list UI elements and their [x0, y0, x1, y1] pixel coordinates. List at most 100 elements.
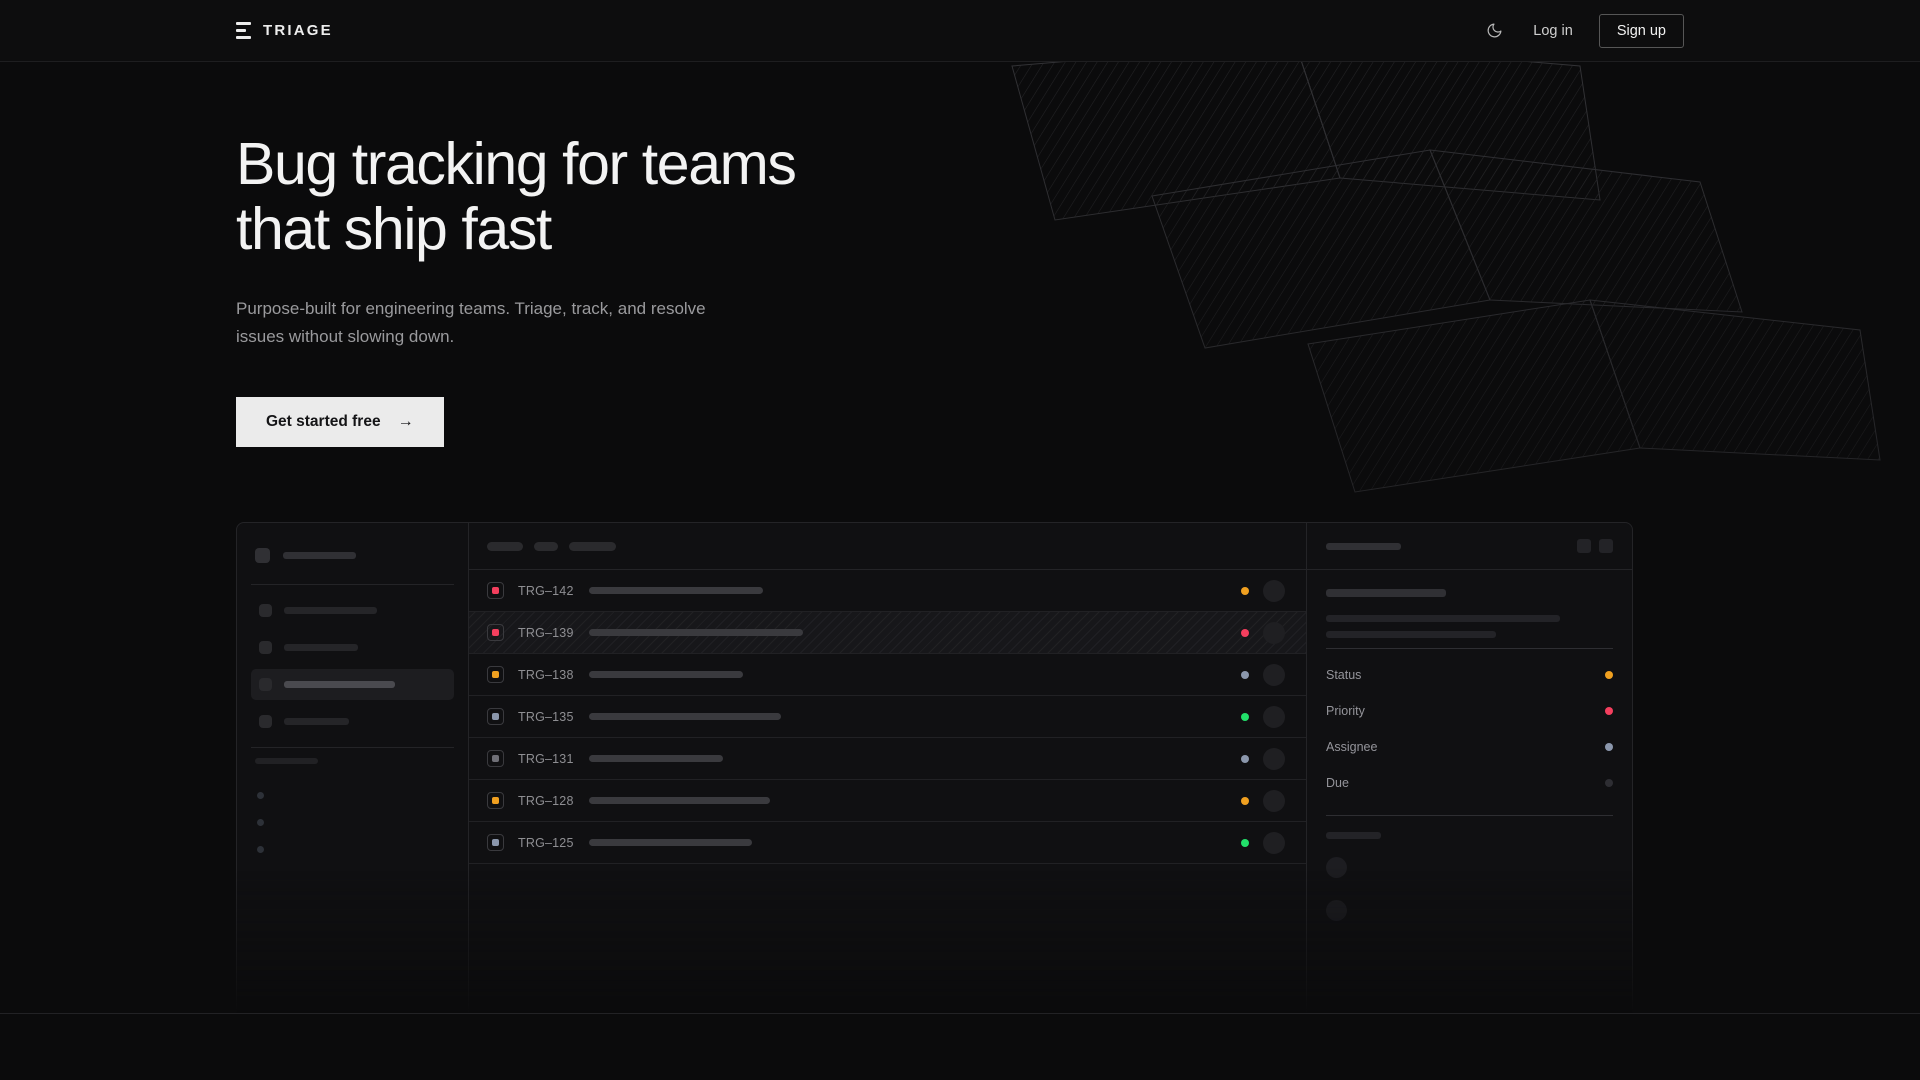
- comments-label-skeleton: [1326, 832, 1381, 839]
- issue-title-skeleton: [589, 629, 803, 636]
- issue-id: TRG–128: [518, 793, 574, 808]
- page-title: Bug tracking for teams that ship fast: [236, 131, 1016, 263]
- detail-field-value-dot-icon: [1605, 671, 1613, 679]
- sidebar-sub-item[interactable]: [251, 836, 454, 863]
- sidebar-item-icon: [259, 641, 272, 654]
- brand-name: TRIAGE: [263, 22, 333, 39]
- sub-item-dot-icon: [257, 819, 264, 826]
- get-started-button[interactable]: Get started free →: [236, 397, 444, 448]
- comment-avatars: [1326, 857, 1613, 921]
- issue-title-skeleton: [589, 839, 752, 846]
- issue-title-skeleton: [589, 671, 743, 678]
- priority-badge-icon: [487, 750, 504, 767]
- signup-button[interactable]: Sign up: [1598, 13, 1684, 48]
- issue-id: TRG–139: [518, 625, 574, 640]
- mockup-sidebar-workspace[interactable]: [251, 537, 454, 574]
- brand-logo[interactable]: TRIAGE: [236, 22, 333, 39]
- detail-action-button-2[interactable]: [1599, 539, 1613, 553]
- table-row[interactable]: TRG–138: [469, 654, 1306, 696]
- sidebar-nav-item-3[interactable]: [251, 669, 454, 700]
- section-divider: [0, 1013, 1920, 1014]
- sidebar-item-icon: [259, 678, 272, 691]
- moon-icon[interactable]: [1481, 18, 1507, 44]
- detail-panel-header: [1307, 523, 1632, 570]
- avatar: [1263, 789, 1285, 812]
- issue-id: TRG–138: [518, 667, 574, 682]
- issue-id: TRG–125: [518, 835, 574, 850]
- sidebar-sub-item[interactable]: [251, 782, 454, 809]
- workspace-name-skeleton: [283, 552, 356, 559]
- get-started-label: Get started free: [266, 413, 381, 431]
- toolbar-control-2[interactable]: [534, 541, 558, 551]
- status-dot-icon: [1241, 628, 1249, 637]
- status-dot-icon: [1241, 838, 1249, 847]
- detail-header-actions: [1577, 539, 1613, 553]
- table-row[interactable]: TRG–125: [469, 822, 1306, 864]
- table-row[interactable]: TRG–128: [469, 780, 1306, 822]
- detail-field-assignee[interactable]: Assignee: [1326, 729, 1613, 765]
- priority-badge-icon: [487, 834, 504, 851]
- sidebar-sub-item[interactable]: [251, 809, 454, 836]
- detail-field-label: Due: [1326, 776, 1349, 790]
- issue-title-skeleton: [589, 587, 763, 594]
- issue-id: TRG–142: [518, 583, 574, 598]
- avatar: [1263, 831, 1285, 854]
- issue-title-skeleton: [589, 797, 770, 804]
- comment-avatar: [1326, 900, 1347, 921]
- sub-item-dot-icon: [257, 846, 264, 853]
- sidebar-item-icon: [259, 715, 272, 728]
- priority-badge-icon: [487, 792, 504, 809]
- sidebar-nav-item-4[interactable]: [251, 706, 454, 737]
- detail-field-due[interactable]: Due: [1326, 765, 1613, 801]
- issue-id: TRG–135: [518, 709, 574, 724]
- toolbar-control-3[interactable]: [569, 541, 616, 551]
- issue-id: TRG–131: [518, 751, 574, 766]
- login-link[interactable]: Log in: [1533, 22, 1573, 39]
- toolbar-control-1[interactable]: [487, 541, 523, 551]
- row-meta: [1241, 705, 1306, 728]
- detail-field-status[interactable]: Status: [1326, 657, 1613, 693]
- detail-field-label: Assignee: [1326, 740, 1378, 754]
- mockup-sidebar-nav: [251, 595, 454, 737]
- row-meta: [1241, 663, 1306, 686]
- sidebar-item-label-skeleton: [284, 718, 349, 725]
- row-meta: [1241, 831, 1306, 854]
- detail-description-skeletons: [1326, 615, 1613, 638]
- sidebar-nav-item-1[interactable]: [251, 595, 454, 626]
- table-row[interactable]: TRG–139: [469, 612, 1306, 654]
- detail-field-priority[interactable]: Priority: [1326, 693, 1613, 729]
- detail-description-line: [1326, 631, 1496, 638]
- sidebar-item-label-skeleton: [284, 644, 358, 651]
- detail-action-button-1[interactable]: [1577, 539, 1591, 553]
- table-row[interactable]: TRG–131: [469, 738, 1306, 780]
- status-dot-icon: [1241, 670, 1249, 679]
- mockup-sidebar: [237, 523, 469, 1014]
- table-row[interactable]: TRG–142: [469, 570, 1306, 612]
- arrow-right-icon: →: [397, 413, 414, 431]
- priority-badge-icon: [487, 582, 504, 599]
- avatar: [1263, 621, 1285, 644]
- priority-badge-icon: [487, 666, 504, 683]
- comment-avatar: [1326, 857, 1347, 878]
- status-dot-icon: [1241, 712, 1249, 721]
- avatar: [1263, 705, 1285, 728]
- sidebar-sub-items: [251, 782, 454, 863]
- workspace-avatar: [255, 548, 270, 563]
- sidebar-nav-item-2[interactable]: [251, 632, 454, 663]
- status-dot-icon: [1241, 754, 1249, 763]
- row-meta: [1241, 579, 1306, 602]
- headline-line-2: that ship fast: [236, 196, 552, 263]
- row-meta: [1241, 621, 1306, 644]
- table-row[interactable]: TRG–135: [469, 696, 1306, 738]
- sub-item-dot-icon: [257, 792, 264, 799]
- detail-field-label: Status: [1326, 668, 1362, 682]
- row-meta: [1241, 789, 1306, 812]
- sidebar-item-label-skeleton: [284, 681, 395, 688]
- detail-title-skeleton: [1326, 589, 1446, 597]
- detail-description-line: [1326, 615, 1560, 622]
- sidebar-divider-top: [251, 584, 454, 585]
